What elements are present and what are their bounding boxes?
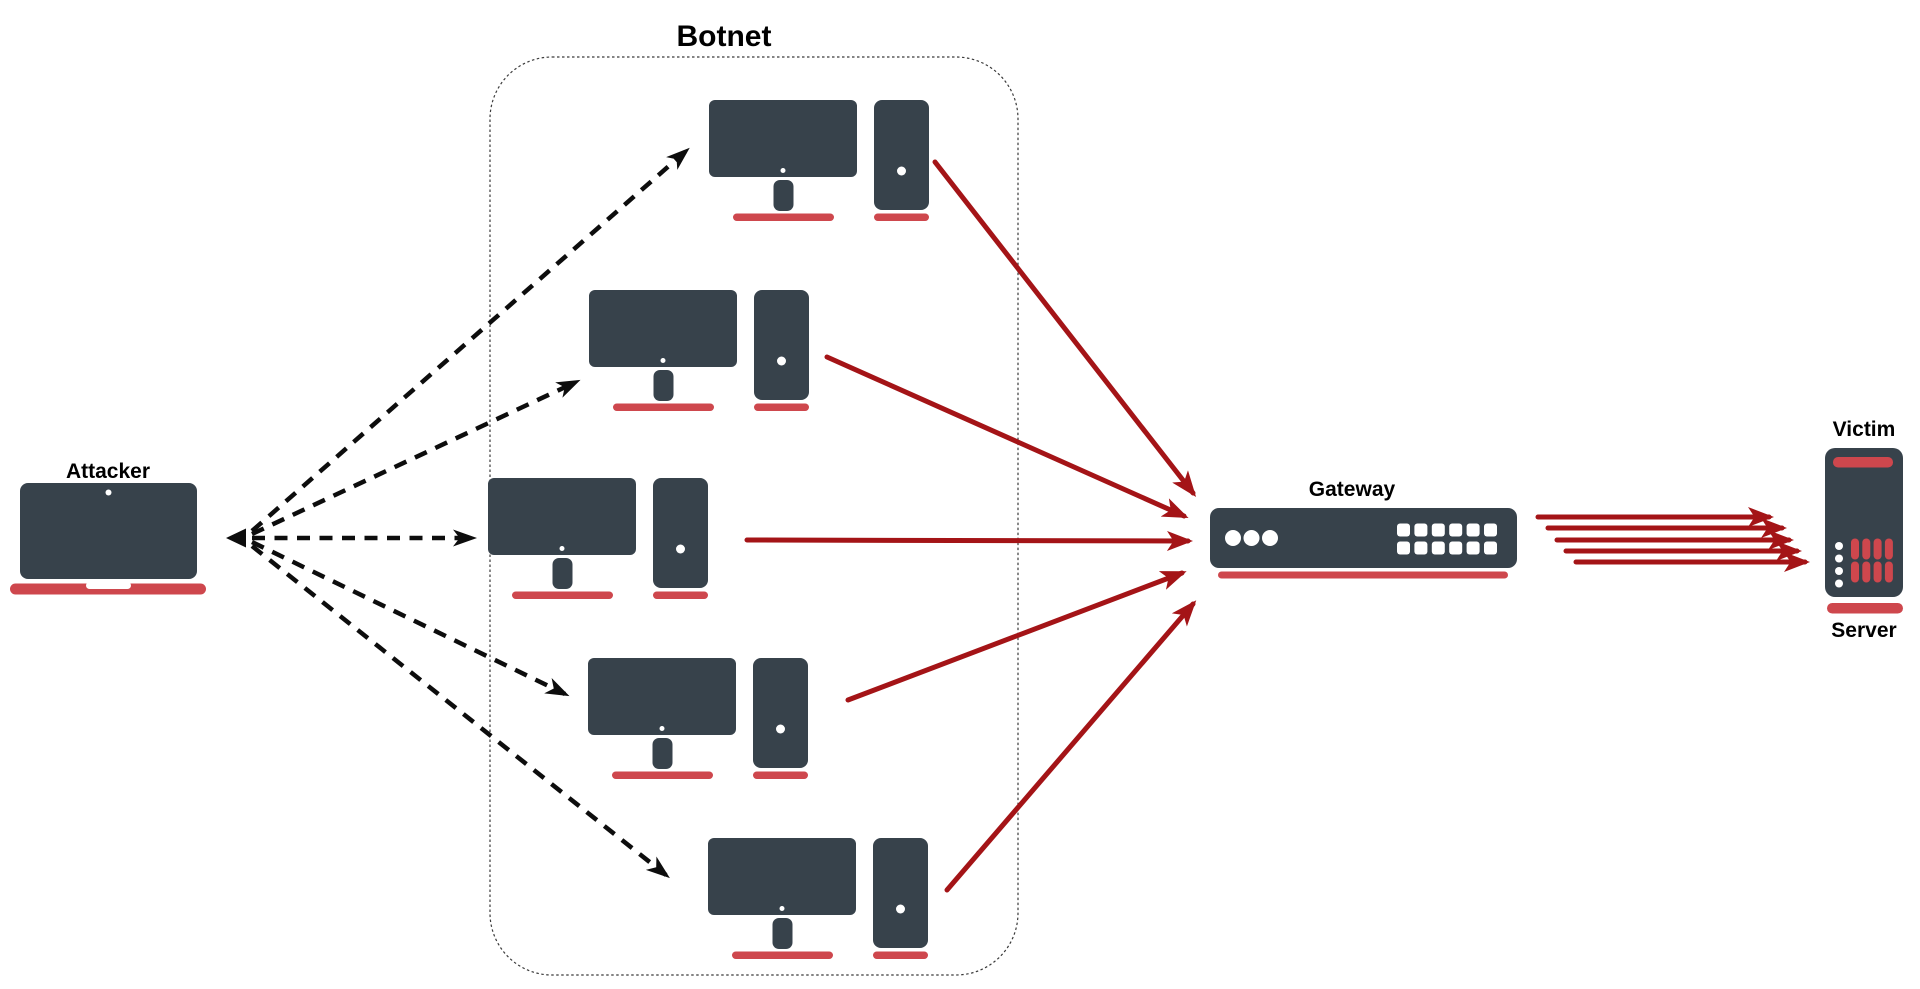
victim-server-icon — [1825, 448, 1903, 614]
victim-label: Victim — [1833, 418, 1896, 441]
bot-workstation-icon-5 — [708, 838, 928, 959]
bot-workstation-icon-2 — [589, 290, 809, 411]
bot-workstation-icon-4 — [588, 658, 808, 779]
bot-workstation-icon-3 — [488, 478, 708, 599]
bot-attack-arrow-4 — [845, 570, 1187, 703]
bot-attack-arrow-5 — [944, 600, 1197, 893]
fan-origin-arrowhead — [226, 528, 246, 548]
command-arrow-4 — [251, 539, 570, 697]
command-arrow-1 — [250, 147, 690, 533]
bot-attack-arrow-3 — [744, 530, 1193, 551]
attacker-laptop-icon — [10, 483, 206, 595]
command-arrow-2 — [251, 379, 581, 537]
server-label: Server — [1831, 619, 1896, 642]
server-slot-grid — [1851, 538, 1893, 583]
bot-attack-arrow-2 — [824, 354, 1189, 519]
gateway-label: Gateway — [1309, 478, 1396, 501]
gateway-port-grid — [1397, 523, 1497, 555]
botnet-label: Botnet — [677, 20, 772, 53]
gateway-router-icon — [1210, 508, 1517, 579]
bot-workstation-icon-1 — [709, 100, 929, 221]
bot-attack-arrow-1 — [932, 159, 1197, 497]
attacker-label: Attacker — [66, 460, 150, 483]
